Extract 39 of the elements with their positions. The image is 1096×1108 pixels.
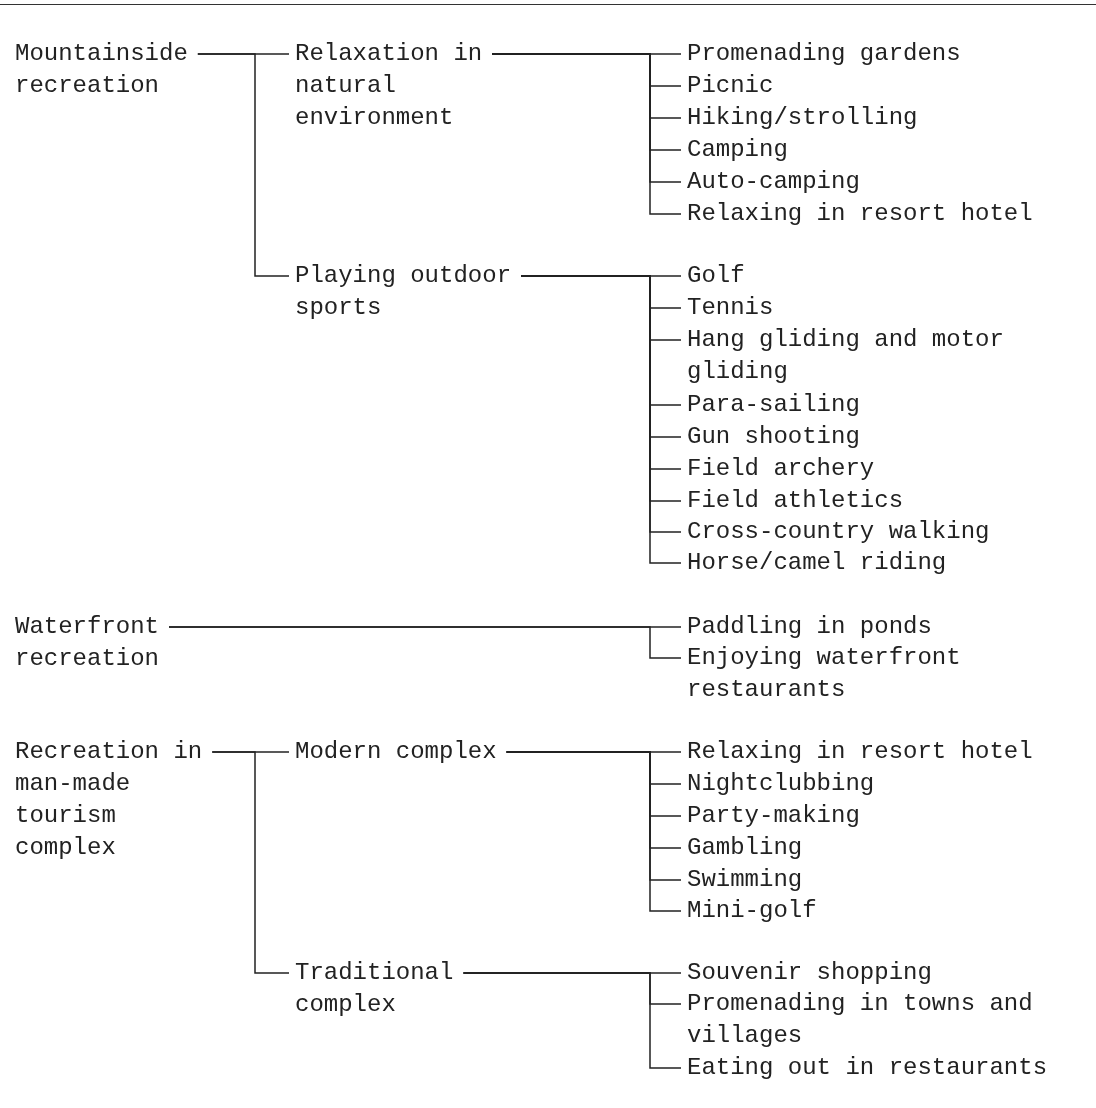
node-label: Gun shooting [687, 421, 1067, 453]
node-label: Relaxation in natural environment [295, 38, 520, 134]
node-label: Field athletics [687, 485, 1067, 517]
node-label: Mini-golf [687, 895, 1067, 927]
node-label: Golf [687, 260, 1067, 292]
node-label: Traditional complex [295, 957, 520, 1021]
node-label: Playing outdoor sports [295, 260, 520, 324]
node-label: Para-sailing [687, 389, 1067, 421]
node-label: Nightclubbing [687, 768, 1067, 800]
node-label: Relaxing in resort hotel [687, 736, 1067, 768]
node-label: Hang gliding and motor gliding [687, 324, 1067, 388]
node-label: Mountainside recreation [15, 38, 210, 102]
node-label: Relaxing in resort hotel [687, 198, 1067, 230]
node-label: Enjoying waterfront restaurants [687, 642, 1067, 706]
node-label: Modern complex [295, 736, 520, 768]
node-label: Swimming [687, 864, 1067, 896]
node-label: Souvenir shopping [687, 957, 1067, 989]
connector-line [491, 53, 682, 215]
node-label: Eating out in restaurants [687, 1052, 1067, 1084]
node-label: Promenading in towns and villages [687, 988, 1067, 1052]
node-label: Hiking/strolling [687, 102, 1067, 134]
node-label: Auto-camping [687, 166, 1067, 198]
connector-line [211, 751, 290, 974]
node-label: Recreation in man-made tourism complex [15, 736, 210, 864]
connector-line [168, 626, 682, 659]
node-label: Horse/camel riding [687, 547, 1067, 579]
node-label: Gambling [687, 832, 1067, 864]
node-label: Party-making [687, 800, 1067, 832]
node-label: Waterfront recreation [15, 611, 210, 675]
connector-line [462, 972, 682, 1069]
node-label: Picnic [687, 70, 1067, 102]
node-label: Camping [687, 134, 1067, 166]
connector-line [197, 53, 290, 277]
node-label: Field archery [687, 453, 1067, 485]
node-label: Tennis [687, 292, 1067, 324]
node-label: Promenading gardens [687, 38, 1067, 70]
node-label: Paddling in ponds [687, 611, 1067, 643]
connector-line [505, 751, 682, 912]
node-label: Cross-country walking [687, 516, 1067, 548]
